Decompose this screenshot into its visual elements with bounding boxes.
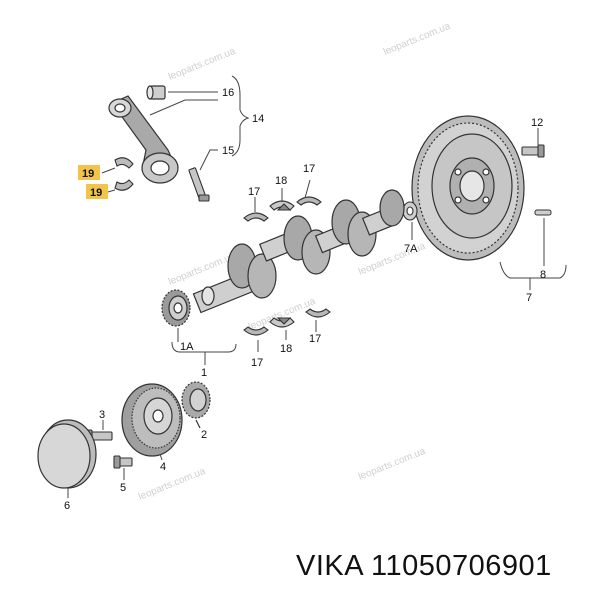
main-bearing-shells-lower: [243, 308, 331, 336]
callout-1a: 1A: [180, 341, 194, 353]
highlight-box-19a: [78, 165, 100, 180]
callout-4: 4: [160, 461, 166, 473]
bracket-1: [171, 328, 237, 365]
callout-17a: 17: [248, 186, 260, 198]
leader-4: [159, 453, 163, 461]
callout-12: 12: [531, 117, 543, 129]
flywheel-bolt: [521, 144, 545, 158]
callout-5: 5: [120, 482, 126, 494]
callout-2: 2: [201, 429, 207, 441]
leader-lines-upper-shells: [254, 179, 311, 212]
callout-15: 15: [222, 145, 234, 157]
callout-3: 3: [99, 409, 105, 421]
callout-17c: 17: [251, 357, 263, 369]
piston-pin-bush: [146, 85, 166, 100]
main-bearing-shells-upper: [243, 196, 322, 222]
watermark-6: leoparts.com.ua: [137, 466, 207, 503]
crankshaft-pulley: [121, 383, 183, 457]
callout-19b: 19: [90, 187, 102, 199]
watermark-1: leoparts.com.ua: [167, 46, 237, 83]
leader-lines-lower-shells: [257, 320, 317, 352]
callout-7a: 7A: [404, 243, 418, 255]
leader-lines-flywheel: [499, 128, 567, 290]
callout-8: 8: [540, 269, 546, 281]
watermarks: leoparts.com.ua leoparts.com.ua leoparts…: [137, 21, 452, 503]
watermark-7: leoparts.com.ua: [357, 446, 427, 483]
highlight-19a: 19: [78, 165, 100, 180]
connecting-rod: [108, 95, 179, 184]
flywheel: [411, 115, 525, 261]
callout-17b: 17: [303, 163, 315, 175]
highlight-19b: 19: [86, 184, 108, 199]
bracket-14: [231, 75, 250, 157]
callout-6: 6: [64, 500, 70, 512]
callout-17d: 17: [309, 333, 321, 345]
callout-18a: 18: [275, 175, 287, 187]
watermark-2: leoparts.com.ua: [382, 21, 452, 58]
dowel-pin: [534, 209, 552, 216]
callout-19a: 19: [82, 168, 94, 180]
rod-bearing-shells: [114, 157, 134, 191]
rod-bolt: [188, 167, 210, 202]
callout-14: 14: [252, 113, 264, 125]
callout-18b: 18: [280, 343, 292, 355]
crankshaft: [192, 189, 405, 314]
part-number-caption: VIKA 11050706901: [296, 550, 552, 582]
callout-16: 16: [222, 87, 234, 99]
callout-1: 1: [201, 367, 207, 379]
pilot-bearing: [402, 201, 418, 221]
cover-cap: [37, 419, 97, 489]
callout-7: 7: [526, 292, 532, 304]
timing-sprocket: [181, 381, 211, 429]
pulley-screw: [113, 455, 133, 469]
crankshaft-gear: [161, 289, 191, 327]
highlight-box-19b: [86, 184, 108, 199]
